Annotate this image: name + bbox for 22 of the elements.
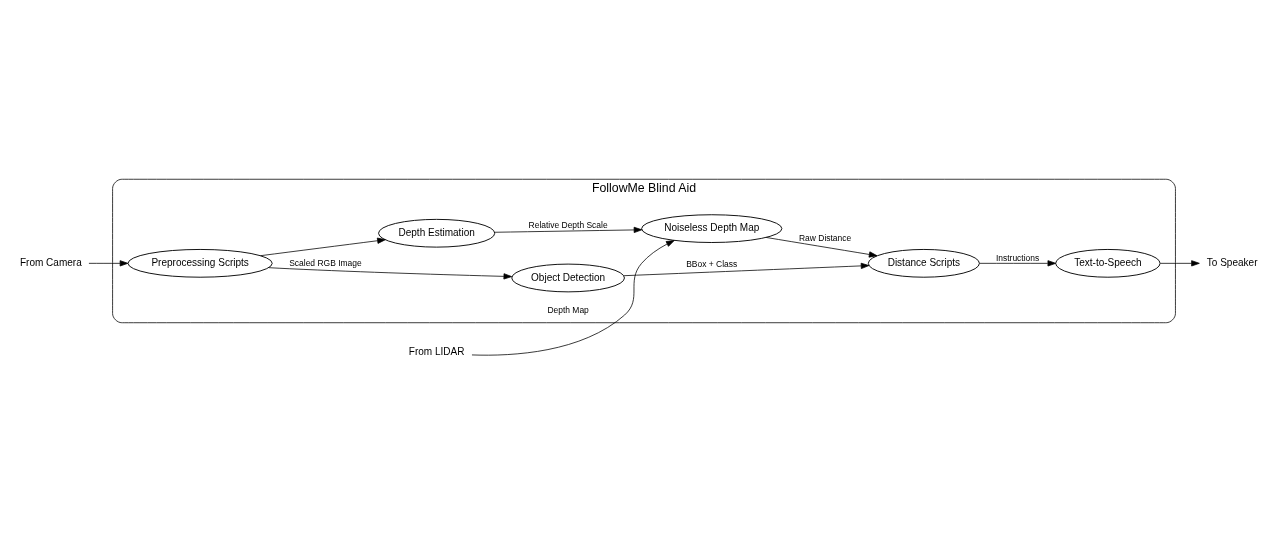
arrow xyxy=(260,237,386,257)
node-text: From LIDAR xyxy=(408,345,465,357)
arrow xyxy=(1159,260,1200,267)
arrow xyxy=(471,240,675,356)
arrow xyxy=(979,260,1057,267)
arrow xyxy=(268,267,513,280)
edge-label: Relative Depth Scale xyxy=(528,219,608,230)
edge-label: Scaled RGB Image xyxy=(289,258,362,269)
edge-label: Raw Distance xyxy=(798,232,852,243)
node-ellipse: Object Detection xyxy=(511,263,625,293)
arrow xyxy=(765,237,878,258)
arrow xyxy=(623,262,870,277)
arrow xyxy=(88,260,129,267)
node-ellipse: Noiseless Depth Map xyxy=(641,214,783,243)
edge-label: Depth Map xyxy=(547,304,589,315)
edge-label: Instructions xyxy=(995,252,1040,263)
edge-label: BBox + Class xyxy=(686,259,738,270)
node-ellipse: Preprocessing Scripts xyxy=(127,249,273,278)
node-ellipse: Text-to-Speech xyxy=(1055,249,1161,278)
node-text: From Camera xyxy=(19,256,82,268)
arrow xyxy=(494,226,643,233)
node-text: To Speaker xyxy=(1206,256,1258,268)
